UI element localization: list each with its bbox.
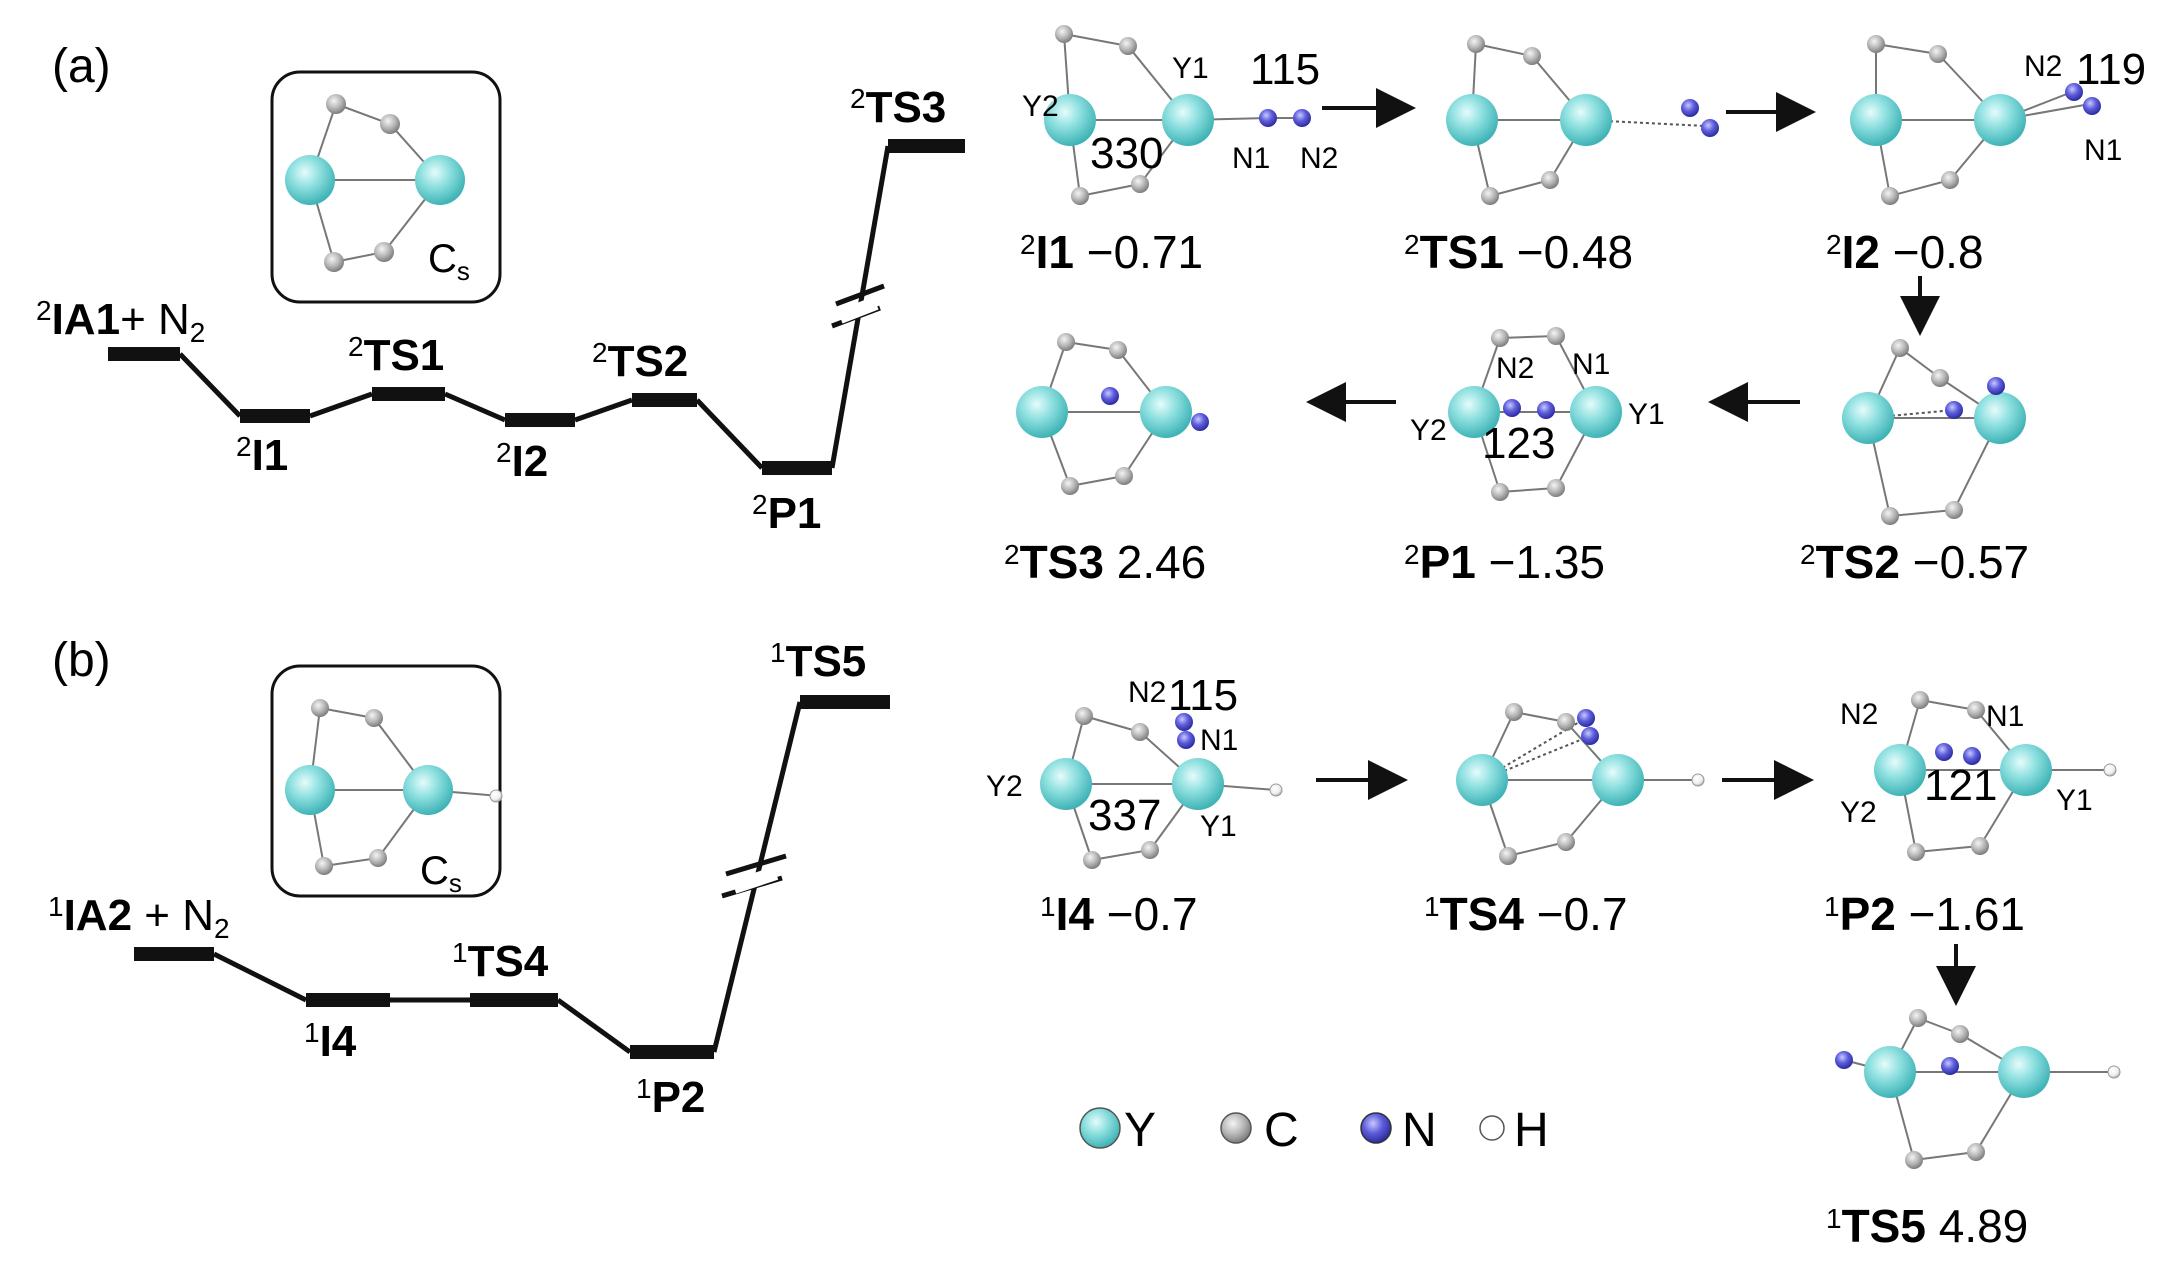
legend-item-Y: Y — [1079, 1104, 1156, 1157]
angle-label: 123 — [1482, 419, 1555, 468]
legend-item-C: C — [1220, 1104, 1299, 1157]
structure-1TS4 — [1456, 703, 1705, 865]
svg-text:N: N — [1402, 1104, 1437, 1157]
svg-text:H: H — [1514, 1104, 1549, 1157]
pes-label-1TS4: 1TS4 — [452, 937, 549, 986]
structure-label-1TS5: 1TS5 4.89 — [1826, 1200, 2028, 1252]
atom-label-N2: N2 — [1128, 676, 1166, 709]
pes-label-1P2: 1P2 — [636, 1073, 705, 1122]
pes-label-2TS3: 2TS3 — [850, 83, 946, 132]
structure-2I1: Y1 Y2 N1 N2 115 330 — [1022, 25, 1338, 205]
atom-label-Y2: Y2 — [1840, 796, 1877, 829]
pes-label-2I1: 2I1 — [236, 431, 288, 480]
symmetry-label-a: Cs — [428, 237, 470, 286]
atom-label-Y2: Y2 — [986, 770, 1023, 803]
atom-label-N2: N2 — [1496, 352, 1534, 385]
atom-label-N1: N1 — [1986, 700, 2024, 733]
atom-label-N1: N1 — [1200, 724, 1238, 757]
atom-label-Y1: Y1 — [2056, 784, 2093, 817]
angle-label: 337 — [1088, 791, 1161, 840]
energy-profile-b: 1IA2 + N2 1I4 1TS4 1P2 1TS5 — [48, 637, 890, 1122]
pes-label-1TS5: 1TS5 — [770, 637, 866, 686]
atom-label-N1: N1 — [1572, 348, 1610, 381]
structure-label-1P2: 1P2 −1.61 — [1824, 888, 2025, 940]
pes-label-2I2: 2I2 — [496, 437, 548, 486]
angle-label: 330 — [1090, 129, 1163, 178]
atom-label-Y2: Y2 — [1410, 414, 1447, 447]
structure-label-2TS2: 2TS2 −0.57 — [1800, 536, 2029, 588]
atom-label-N1: N1 — [2084, 134, 2122, 167]
energy-profile-a: 2IA1+ N2 2I1 2TS1 2I2 2TS2 2P1 2TS3 — [36, 83, 965, 538]
pes-start-label-a: 2IA1+ N2 — [36, 295, 205, 348]
structure-1P2: N2 N1 Y2 Y1 121 — [1840, 691, 2117, 861]
structure-label-2TS1: 2TS1 −0.48 — [1404, 226, 1633, 278]
pes-start-label-b: 1IA2 + N2 — [48, 891, 230, 944]
angle-label: 115 — [1250, 45, 1320, 94]
atom-label-Y1: Y1 — [1172, 52, 1209, 85]
structure-label-2I2: 2I2 −0.8 — [1826, 226, 1984, 278]
structure-2P1: N2 N1 Y2 Y1 123 — [1410, 327, 1665, 501]
legend-item-H: H — [1479, 1104, 1549, 1157]
panel-label-a: (a) — [52, 40, 111, 93]
symmetry-label-b: Cs — [420, 849, 462, 898]
angle-label: 119 — [2076, 45, 2146, 94]
atom-label-Y1: Y1 — [1628, 398, 1665, 431]
atom-label-Y2: Y2 — [1022, 90, 1059, 123]
structure-2TS2 — [1842, 339, 2026, 525]
structure-1TS5 — [1835, 1009, 2121, 1169]
structure-label-2TS3: 2TS3 2.46 — [1004, 536, 1206, 588]
svg-text:Y: Y — [1124, 1104, 1156, 1157]
structure-1I4: N2 N1 Y2 Y1 115 337 — [986, 671, 1283, 869]
symmetry-inset-b: Cs — [270, 664, 503, 898]
pes-label-2TS2: 2TS2 — [592, 337, 688, 386]
atom-label-N1: N1 — [1232, 142, 1270, 175]
atom-label-Y1: Y1 — [1200, 810, 1237, 843]
pes-label-2TS1: 2TS1 — [348, 331, 444, 380]
angle-label: 115 — [1168, 671, 1238, 720]
symmetry-inset-a: Cs — [270, 70, 502, 304]
structure-2I2: N2 N1 119 — [1850, 35, 2146, 205]
structure-label-1TS4: 1TS4 −0.7 — [1424, 888, 1628, 940]
angle-label: 121 — [1924, 761, 1997, 810]
structure-label-2P1: 2P1 −1.35 — [1404, 536, 1605, 588]
pes-label-1I4: 1I4 — [304, 1017, 357, 1066]
atom-label-N2: N2 — [2024, 50, 2062, 83]
structure-label-1I4: 1I4 −0.7 — [1040, 888, 1198, 940]
structure-label-2I1: 2I1 −0.71 — [1020, 226, 1203, 278]
atom-legend: Y C N H — [1079, 1104, 1549, 1157]
structure-2TS1 — [1446, 35, 1719, 205]
pes-label-2P1: 2P1 — [752, 489, 821, 538]
atom-label-N2: N2 — [1300, 142, 1338, 175]
atom-label-N2: N2 — [1840, 698, 1878, 731]
legend-item-N: N — [1360, 1104, 1437, 1157]
structure-2TS3 — [1016, 333, 1209, 495]
svg-text:C: C — [1264, 1104, 1299, 1157]
panel-label-b: (b) — [52, 634, 111, 687]
